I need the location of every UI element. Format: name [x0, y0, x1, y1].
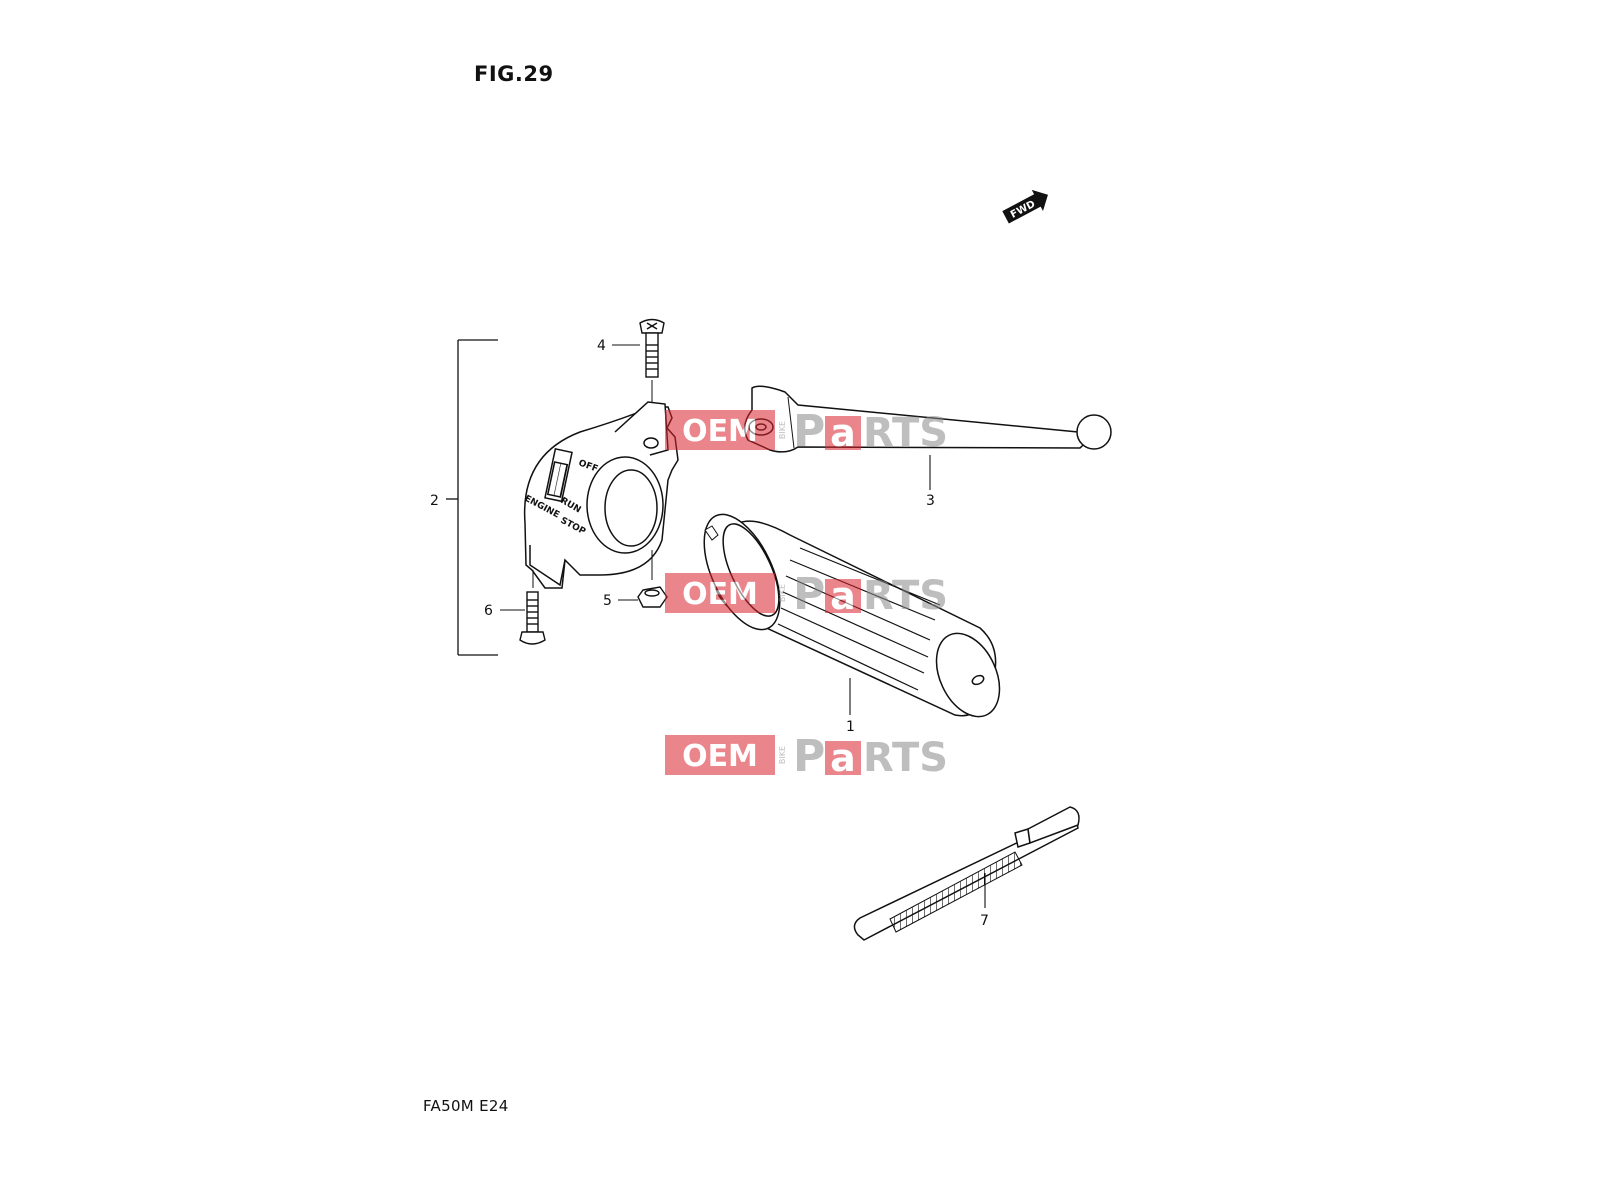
svg-text:RTS: RTS: [863, 735, 948, 781]
switch-housing: OFF RUN ENGINE STOP: [523, 401, 679, 589]
svg-text:OEM: OEM: [682, 739, 758, 774]
svg-text:RTS: RTS: [863, 410, 948, 456]
svg-text:4: 4: [597, 338, 606, 354]
svg-text:BIKE: BIKE: [778, 584, 787, 602]
callout-3: 3: [926, 493, 935, 509]
svg-text:2: 2: [430, 493, 439, 509]
handle-grip: [703, 513, 1001, 718]
watermark-3: OEM BIKE P a RTS: [665, 731, 948, 782]
screw-4: [639, 318, 665, 406]
svg-text:P: P: [793, 731, 825, 782]
assembly-bracket: [446, 339, 498, 656]
svg-text:5: 5: [603, 593, 612, 609]
svg-text:BIKE: BIKE: [778, 421, 787, 439]
callout-2: 2: [430, 493, 439, 509]
svg-text:a: a: [830, 411, 856, 455]
fwd-arrow-icon: FWD: [1002, 189, 1048, 224]
model-code: FA50M E24: [423, 1097, 509, 1115]
callout-1: 1: [846, 719, 855, 735]
svg-text:3: 3: [926, 493, 935, 509]
svg-text:P: P: [793, 406, 825, 457]
svg-text:7: 7: [980, 913, 989, 929]
svg-text:1: 1: [846, 719, 855, 735]
watermark-1: OEM BIKE P a RTS: [665, 406, 948, 457]
figure-title: FIG.29: [474, 62, 554, 86]
cable-band: [853, 806, 1080, 941]
watermark-2: OEM BIKE P a RTS: [665, 569, 948, 620]
callout-7: 7: [980, 913, 989, 929]
svg-text:P: P: [793, 569, 825, 620]
svg-text:a: a: [830, 736, 856, 780]
callout-4: 4: [597, 338, 640, 354]
svg-text:6: 6: [484, 603, 493, 619]
svg-text:RTS: RTS: [863, 573, 948, 619]
svg-text:OEM: OEM: [682, 414, 758, 449]
svg-text:OEM: OEM: [682, 577, 758, 612]
nut-5: [637, 586, 668, 608]
svg-text:BIKE: BIKE: [778, 746, 787, 764]
screw-6: [519, 591, 546, 645]
callout-6: 6: [484, 603, 525, 619]
svg-text:a: a: [830, 574, 856, 618]
callout-5: 5: [603, 593, 638, 609]
